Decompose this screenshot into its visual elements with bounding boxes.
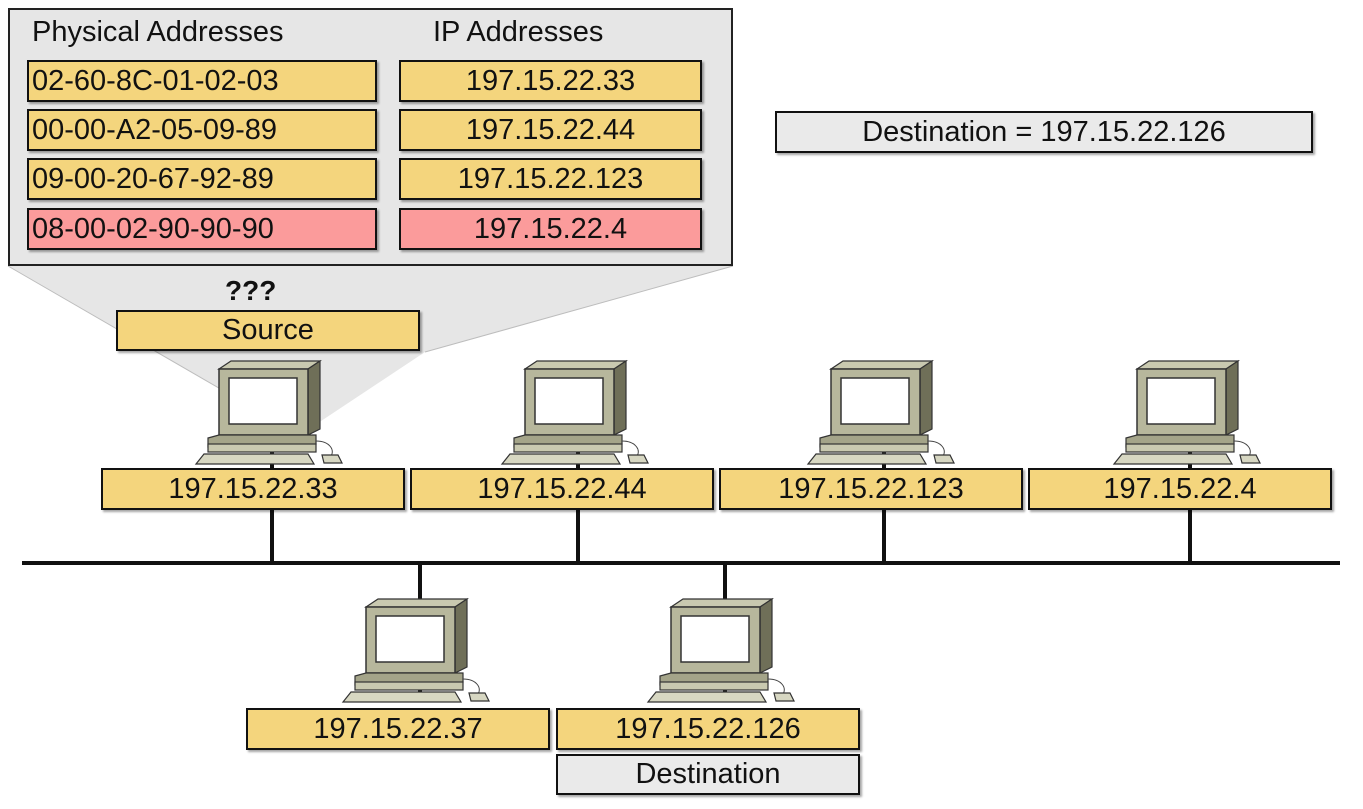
ip-addresses-header: IP Addresses — [433, 16, 604, 48]
arp-mac-cell-highlighted: 08-00-02-90-90-90 — [27, 208, 377, 250]
destination-note: Destination = 197.15.22.126 — [775, 111, 1313, 153]
arp-mac-cell: 09-00-20-67-92-89 — [27, 158, 377, 200]
host-ip-label: 197.15.22.123 — [719, 468, 1023, 510]
arp-ip-cell: 197.15.22.123 — [399, 158, 702, 200]
unknown-address-marker: ??? — [225, 275, 277, 306]
host-ip-label: 197.15.22.44 — [410, 468, 714, 510]
physical-addresses-header: Physical Addresses — [32, 16, 284, 48]
host-ip-label: 197.15.22.4 — [1028, 468, 1332, 510]
computer-icon — [501, 360, 649, 465]
host-ip-label: 197.15.22.33 — [101, 468, 405, 510]
arp-ip-cell: 197.15.22.33 — [399, 60, 702, 102]
host-ip-label: 197.15.22.37 — [246, 708, 550, 750]
arp-mac-cell: 02-60-8C-01-02-03 — [27, 60, 377, 102]
source-label: Source — [116, 310, 420, 351]
computer-icon — [1113, 360, 1261, 465]
computer-icon — [342, 598, 490, 703]
computer-icon — [807, 360, 955, 465]
computer-icon — [647, 598, 795, 703]
arp-ip-cell-highlighted: 197.15.22.4 — [399, 208, 702, 250]
host-ip-label: 197.15.22.126 — [556, 708, 860, 750]
arp-mac-cell: 00-00-A2-05-09-89 — [27, 109, 377, 151]
destination-label: Destination — [556, 754, 860, 795]
arp-ip-cell: 197.15.22.44 — [399, 109, 702, 151]
